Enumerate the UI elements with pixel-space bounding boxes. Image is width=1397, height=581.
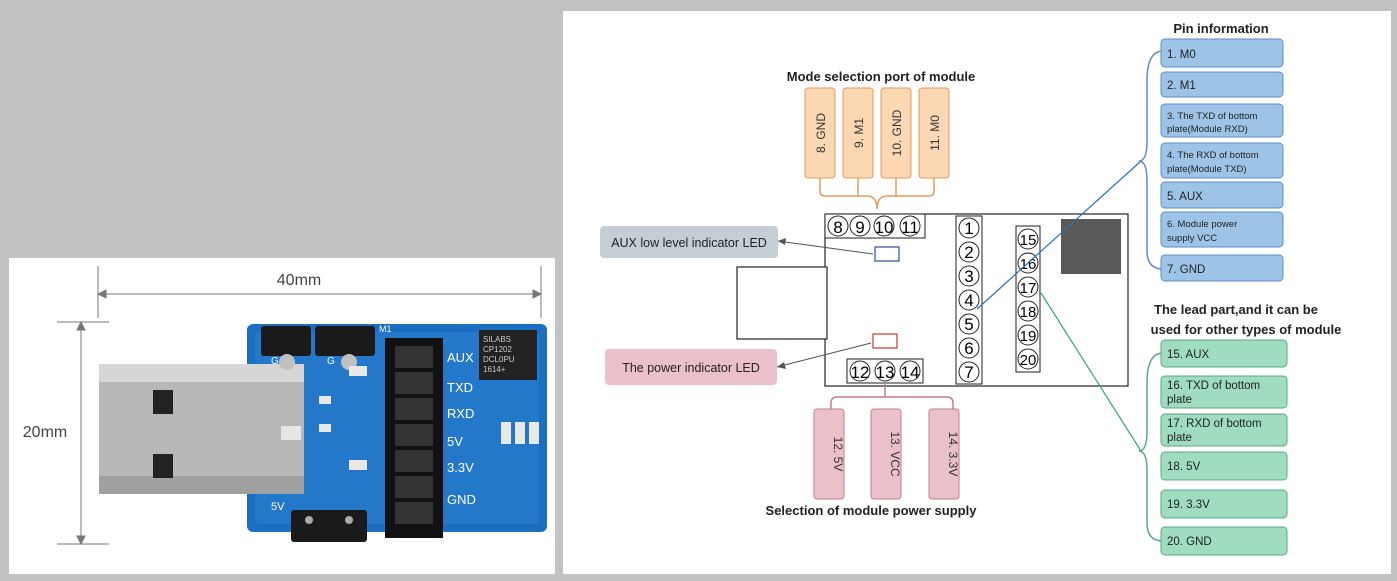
pin-label-5v: 5V [447, 434, 463, 449]
lead-pin-number: 17 [1020, 280, 1037, 297]
jumper-label: G [327, 356, 335, 367]
lead-info-item: 20. GND [1167, 536, 1212, 548]
jumper-label: 5V [271, 501, 285, 513]
lead-info-item: 15. AUX [1167, 349, 1210, 361]
lead-info-item: 18. 5V [1167, 461, 1201, 473]
pin-label-3v3: 3.3V [447, 460, 474, 475]
pin-info-item-line2: supply VCC [1167, 233, 1217, 244]
power-pin-label: 13. VCC [888, 431, 902, 477]
usb-connector [99, 364, 304, 494]
lead-info-leader [1040, 292, 1142, 452]
lead-pin-number: 19 [1020, 328, 1037, 345]
lead-info-brace [1138, 352, 1164, 542]
header-pin-number: 9 [855, 218, 864, 237]
power-pin-label: 14. 3.3V [946, 432, 960, 477]
chip-block [1061, 219, 1121, 274]
main-pin-number: 6 [964, 339, 973, 358]
header-pin-number: 8 [833, 218, 842, 237]
mode-pin-label: 9. M1 [852, 118, 866, 148]
chip-text: SILABS [483, 335, 511, 344]
main-pin-number: 5 [964, 315, 973, 334]
chip-text: CP1202 [483, 345, 512, 354]
pin-info-item: 7. GND [1167, 264, 1205, 276]
jumper-label: G [271, 356, 279, 367]
lead-pin-header [1015, 225, 1041, 373]
power-brace [830, 396, 954, 409]
mode-brace [819, 178, 935, 210]
pin-info-title: Pin information [1173, 21, 1268, 36]
mode-selection-title: Mode selection port of module [787, 69, 976, 84]
pin-info-leader [976, 160, 1142, 310]
lead-part-title-line2: used for other types of module [1151, 322, 1342, 337]
power-led-callout [605, 349, 777, 385]
pin-info-item: 6. Module power [1167, 219, 1237, 230]
jumper-top [261, 326, 375, 370]
width-label: 40mm [277, 272, 321, 289]
pin-label-aux: AUX [447, 350, 474, 365]
pin-info-item-line2: plate(Module RXD) [1167, 124, 1248, 135]
lead-info-item: 17. RXD of bottom [1167, 418, 1262, 430]
power-pin-label: 12. 5V [831, 437, 845, 472]
pin-info-list [1160, 38, 1284, 282]
power-led-label: The power indicator LED [622, 361, 760, 375]
usb-chip [479, 330, 537, 380]
lead-pin-number: 18 [1020, 304, 1037, 321]
header-pin-number: 13 [876, 363, 895, 382]
chip-text: 1614+ [483, 365, 506, 374]
aux-led-callout [600, 226, 778, 258]
mode-pin-tabs: 8. GND 9. M1 10. GND 11. M0 [804, 87, 950, 179]
lead-pin-number: 15 [1020, 232, 1037, 249]
lead-info-item: 16. TXD of bottom [1167, 380, 1260, 392]
pin-diagram-panel: Mode selection port of module Pin inform… [563, 11, 1391, 574]
power-led-leader [776, 342, 872, 368]
mode-pin-label: 11. M0 [928, 115, 942, 151]
height-dimension [57, 320, 109, 546]
module-photo-panel: 40mm 20mm G G M1 [9, 258, 555, 574]
lead-info-item: 19. 3.3V [1167, 499, 1210, 511]
lead-part-title-line1: The lead part,and it can be [1154, 302, 1318, 317]
header-pin-number: 12 [851, 363, 870, 382]
pin-info-item: 4. The RXD of bottom [1167, 150, 1259, 161]
aux-led-label: AUX low level indicator LED [611, 236, 767, 250]
pin-info-item-line2: plate(Module TXD) [1167, 164, 1247, 175]
main-pin-number: 1 [964, 219, 973, 238]
main-pin-number: 3 [964, 267, 973, 286]
pin-label-gnd: GND [447, 492, 476, 507]
jumper-bottom [291, 510, 367, 542]
pin-label-txd: TXD [447, 380, 473, 395]
module-photo: 40mm 20mm G G M1 [23, 266, 547, 546]
smd-components [319, 366, 539, 470]
header-pin-number: 10 [875, 218, 894, 237]
pin-info-item: 5. AUX [1167, 191, 1203, 203]
power-selection-title: Selection of module power supply [766, 503, 978, 518]
pin-info-brace [1138, 50, 1164, 270]
mode-pin-label: 8. GND [814, 113, 828, 153]
jumper-label: M1 [379, 324, 392, 334]
pin-info-item: 1. M0 [1167, 49, 1196, 61]
lead-pin-number: 20 [1020, 352, 1037, 369]
width-dimension [96, 266, 543, 318]
main-pin-number: 7 [964, 363, 973, 382]
height-label: 20mm [23, 424, 67, 441]
power-led [872, 333, 898, 349]
aux-led-leader [777, 240, 874, 255]
header-pin-number: 11 [901, 218, 919, 237]
pin-diagram: Mode selection port of module Pin inform… [600, 21, 1342, 556]
main-pin-number: 4 [964, 291, 973, 310]
lead-info-item-line2: plate [1167, 394, 1192, 406]
lead-info-item-line2: plate [1167, 432, 1192, 444]
pin-info-item: 2. M1 [1167, 80, 1196, 92]
header-pin-number: 14 [901, 363, 920, 382]
lead-pin-number: 16 [1020, 256, 1037, 273]
aux-led [874, 246, 900, 262]
chip-text: DCL0PU [483, 355, 515, 364]
usb-block [736, 266, 828, 340]
power-pin-tabs: 12. 5V 13. VCC 14. 3.3V [813, 408, 960, 500]
main-pin-number: 2 [964, 243, 973, 262]
mode-pin-label: 10. GND [890, 109, 904, 156]
pin-label-rxd: RXD [447, 406, 474, 421]
lead-info-list [1160, 339, 1288, 556]
pin-info-item: 3. The TXD of bottom [1167, 111, 1258, 122]
